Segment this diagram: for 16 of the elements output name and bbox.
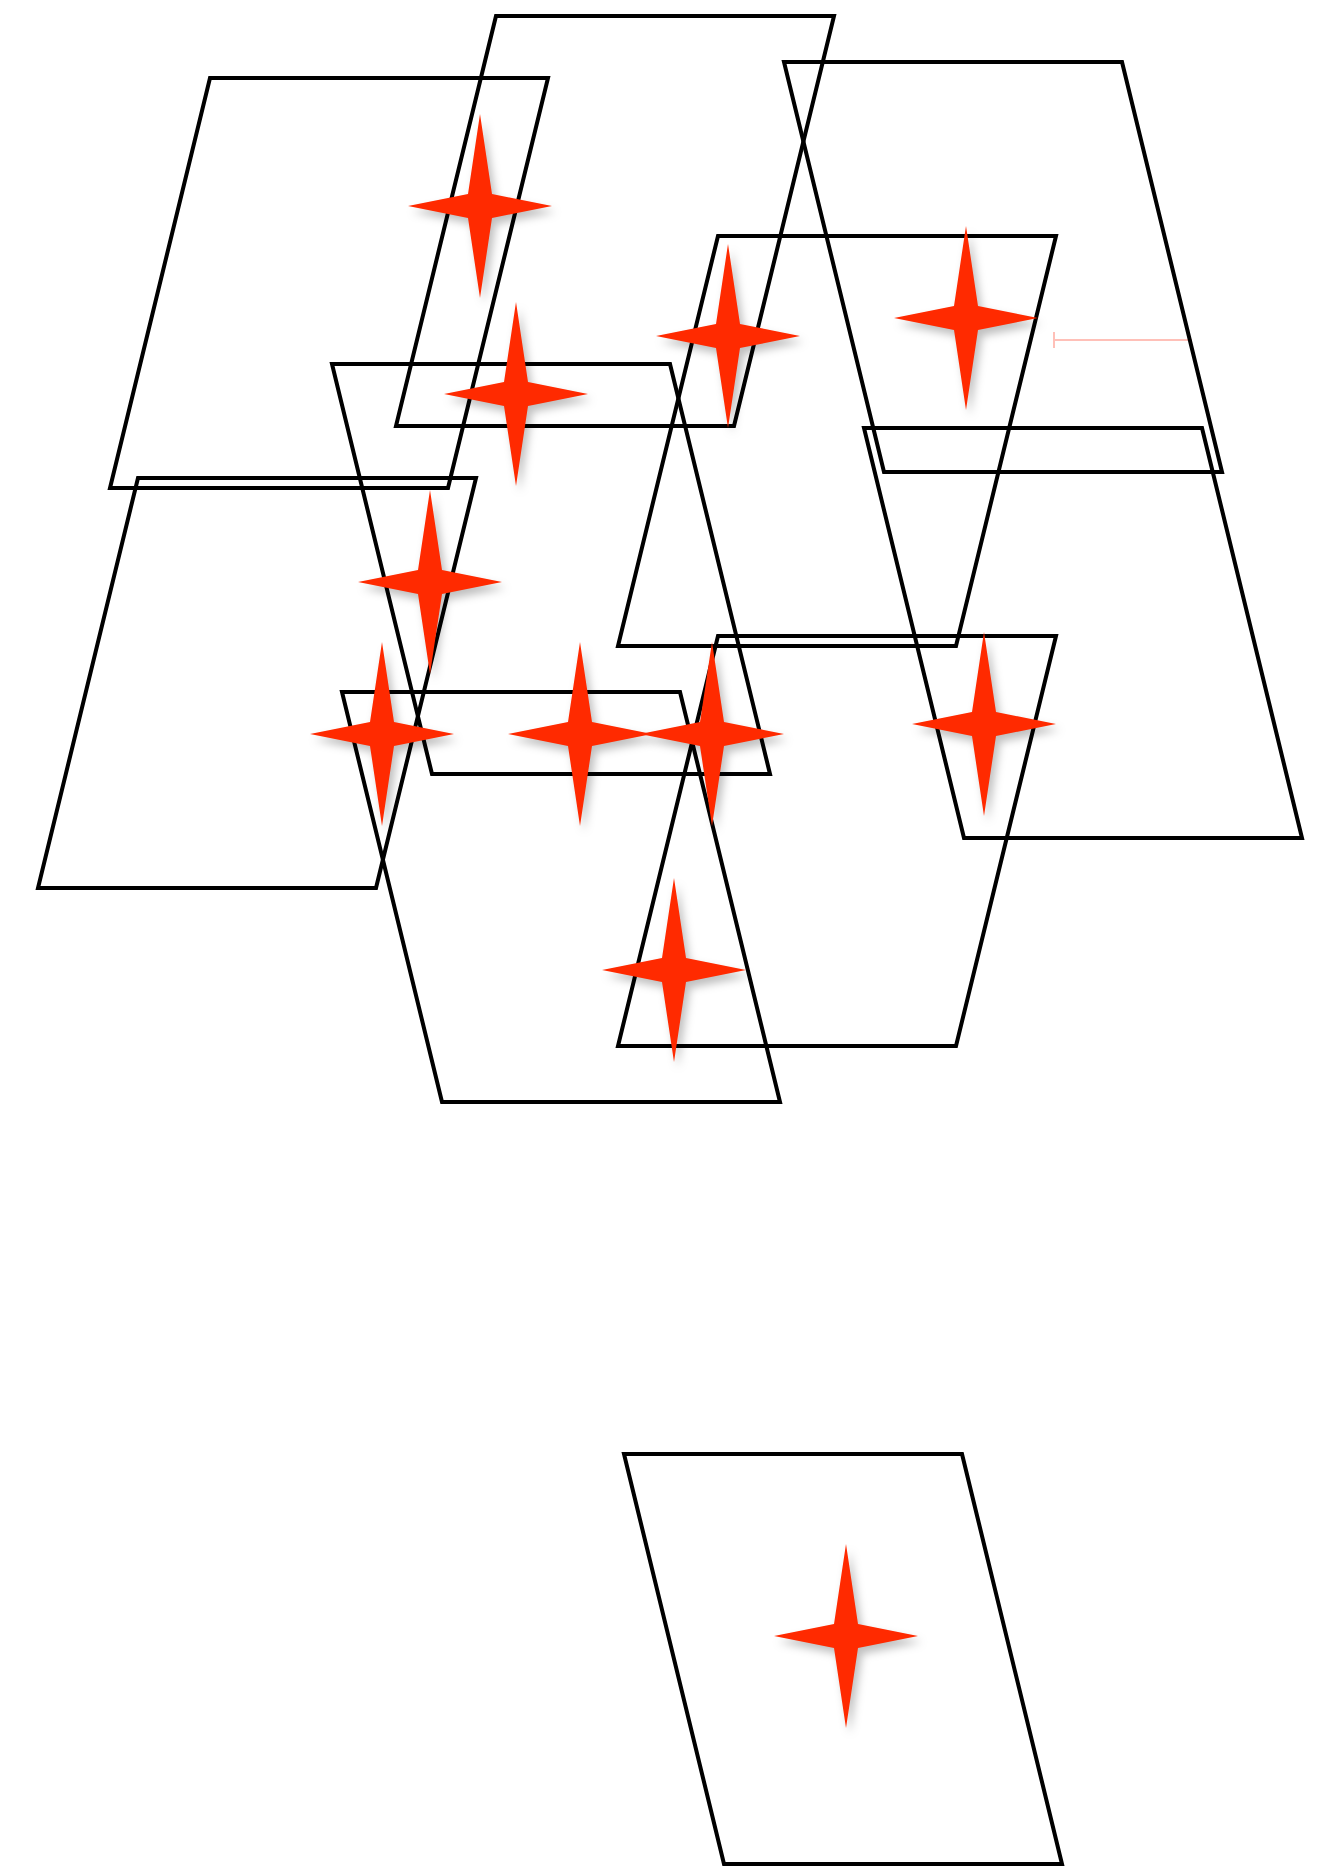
- parallelogram-shape: [616, 634, 1058, 1048]
- star-shape: [912, 632, 1056, 816]
- parallelogram-shape: [394, 14, 836, 428]
- parallelogram-shape: [36, 476, 478, 890]
- parallelogram-shape: [782, 60, 1224, 474]
- parallelogram-shape: [108, 76, 550, 490]
- star-shape: [444, 302, 588, 486]
- star-shape: [408, 114, 552, 298]
- star-shape: [656, 244, 800, 428]
- star-shape: [894, 226, 1038, 410]
- star-shape: [774, 1544, 918, 1728]
- parallelogram-shape: [616, 234, 1058, 648]
- parallelogram-shape: [340, 690, 782, 1104]
- parallelogram-shape: [330, 362, 772, 776]
- parallelogram-shape: [622, 1452, 1064, 1866]
- parallelogram-shape: [862, 426, 1304, 840]
